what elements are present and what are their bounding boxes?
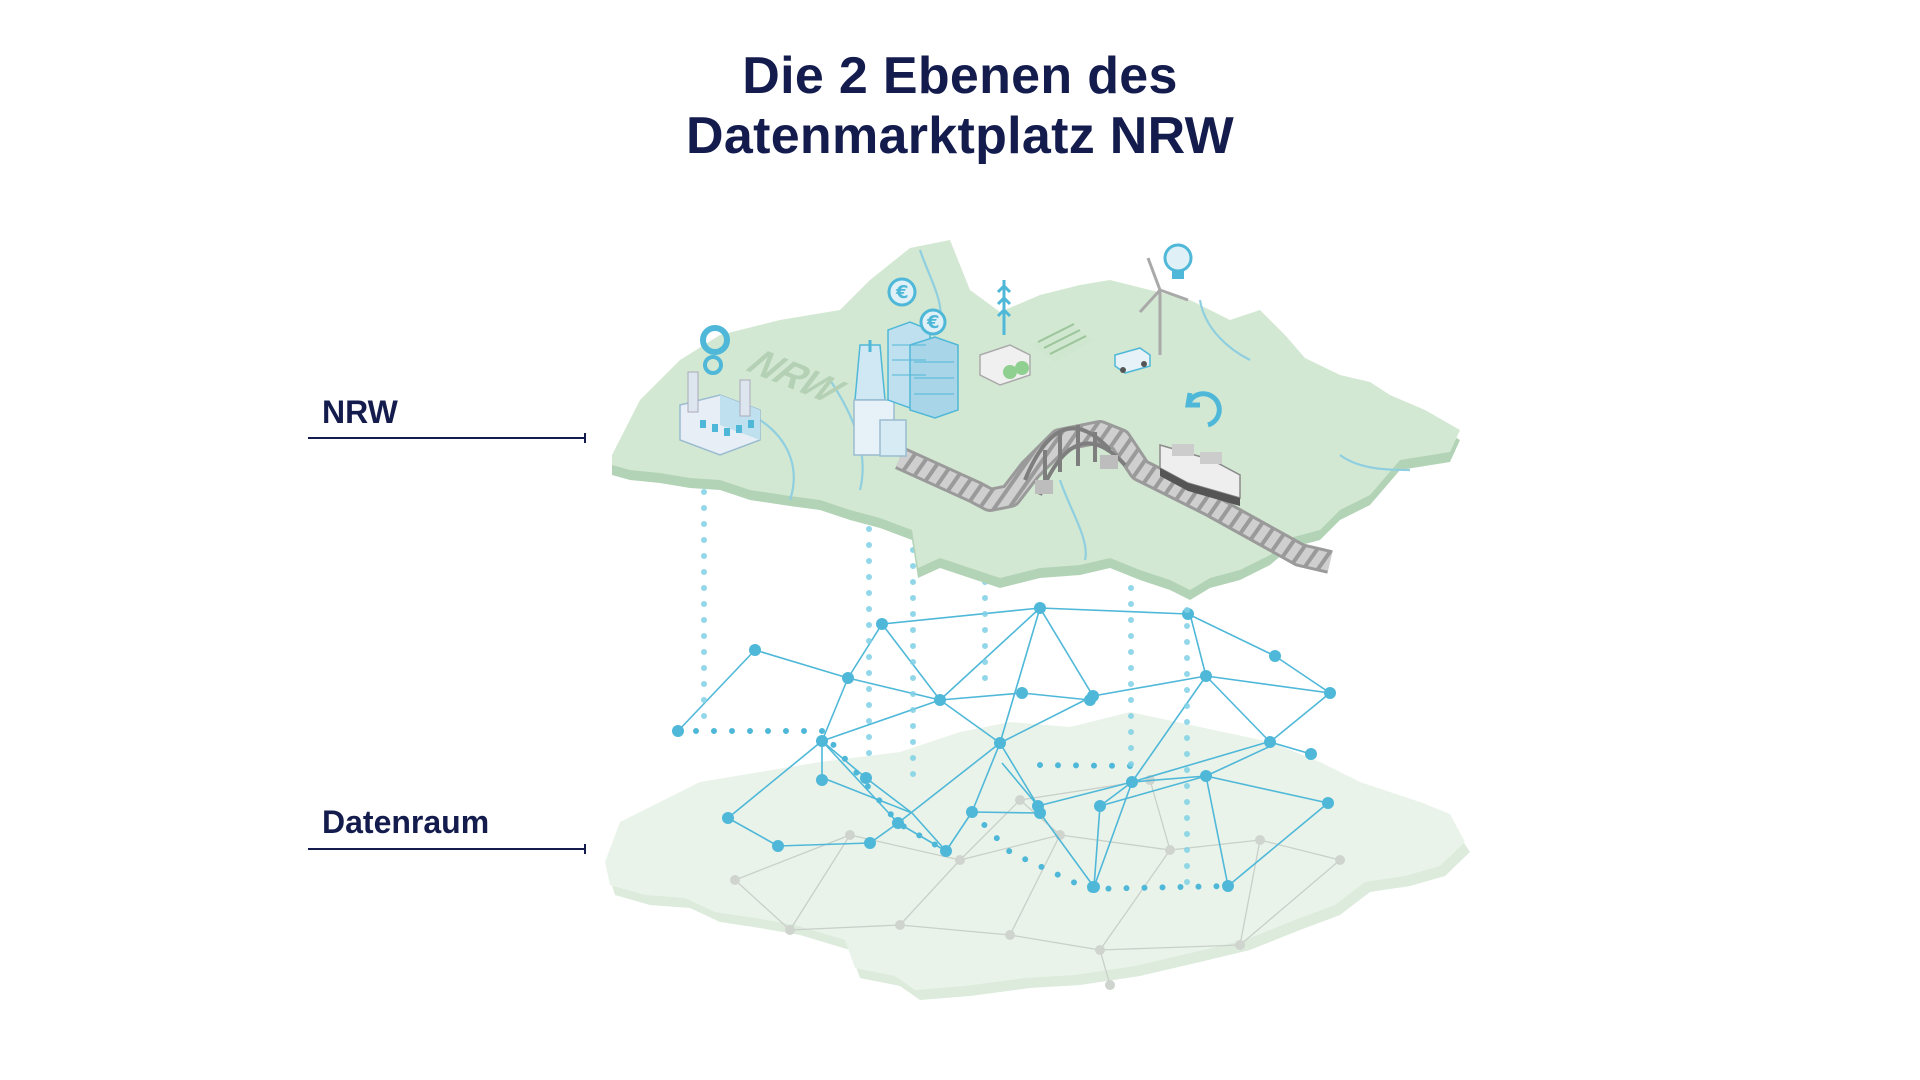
wind-turbine-icon [1138, 257, 1189, 355]
nrw-layer-pointer [308, 433, 586, 443]
lightbulb-icon [1163, 243, 1193, 279]
wheat-icon [996, 280, 1012, 335]
research-tower-icon [853, 340, 907, 457]
office-towers-icon [887, 321, 959, 419]
datenraum-layer-label: Datenraum [322, 804, 490, 840]
network-node-icon [672, 602, 1336, 893]
car-icon [1114, 347, 1151, 374]
faint-grid-network [734, 779, 1341, 986]
bridge-icon [1023, 425, 1127, 496]
title-line-2: Datenmarktplatz NRW [686, 107, 1234, 165]
title-line-1: Die 2 Ebenen des [742, 47, 1178, 105]
faint-grid-nodes [730, 775, 1345, 990]
train-icon [1159, 444, 1241, 506]
factory-icon [679, 371, 761, 456]
euro-coin-icon: € € [887, 277, 947, 336]
datenraum-map-surface [605, 712, 1465, 990]
svg-text:€: € [926, 312, 940, 333]
data-network [672, 602, 1336, 893]
datenraum-map [605, 712, 1470, 1000]
svg-text:€: € [895, 282, 909, 303]
nrw-map: NRW [612, 240, 1460, 600]
page-title: Die 2 Ebenen des Datenmarktplatz NRW [0, 46, 1920, 166]
datenraum-layer-pointer [308, 844, 586, 854]
nrw-map-surface [612, 240, 1460, 590]
nrw-layer-label: NRW [322, 394, 398, 430]
refresh-icon [1185, 391, 1222, 428]
gear-icon [700, 325, 730, 375]
farm-field-icon [979, 323, 1095, 386]
network-dotted-path [675, 728, 1233, 893]
